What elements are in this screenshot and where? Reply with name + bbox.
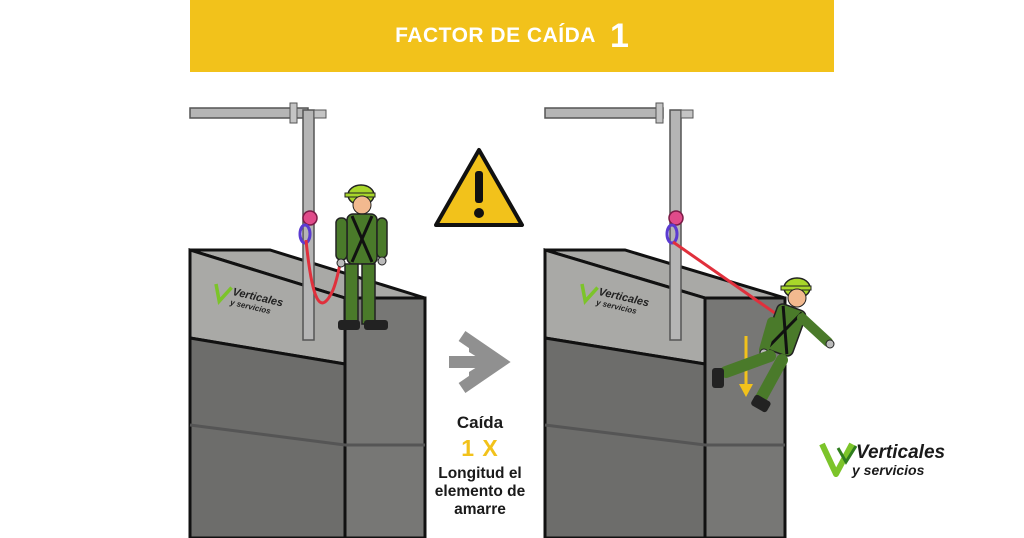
brand-logo: Verticales y servicios (819, 442, 945, 478)
arrow-right-icon (449, 331, 511, 393)
banner-title: FACTOR DE CAÍDA (395, 24, 596, 47)
title-banner: FACTOR DE CAÍDA 1 (190, 0, 834, 72)
caption-length-line1: Longitud el (438, 464, 522, 482)
brand-tagline: y servicios (851, 462, 925, 478)
left-worker (335, 184, 388, 330)
warning-icon (434, 148, 524, 227)
brand-name: Verticales (856, 442, 945, 463)
right-anchor-ring (668, 210, 684, 226)
caption-length-line2: elemento de (434, 482, 526, 500)
left-front-face (188, 336, 347, 538)
left-scene: Verticales y servicios (188, 102, 427, 538)
right-scene: Verticales y servicios (543, 102, 835, 538)
right-anchor-beam (544, 107, 664, 119)
right-worker (712, 277, 835, 413)
left-anchor-ring (302, 210, 318, 226)
banner-factor-number: 1 (609, 16, 629, 55)
right-lanyard (672, 240, 783, 320)
caption-multiplier: 1 X (461, 434, 499, 461)
fall-caption: Caída 1 X Longitud el elemento de amarre (428, 413, 532, 518)
right-front-face (543, 336, 707, 538)
left-side-face (343, 296, 427, 538)
caption-fall-label: Caída (456, 413, 504, 432)
caption-length-line3: amarre (454, 500, 506, 518)
